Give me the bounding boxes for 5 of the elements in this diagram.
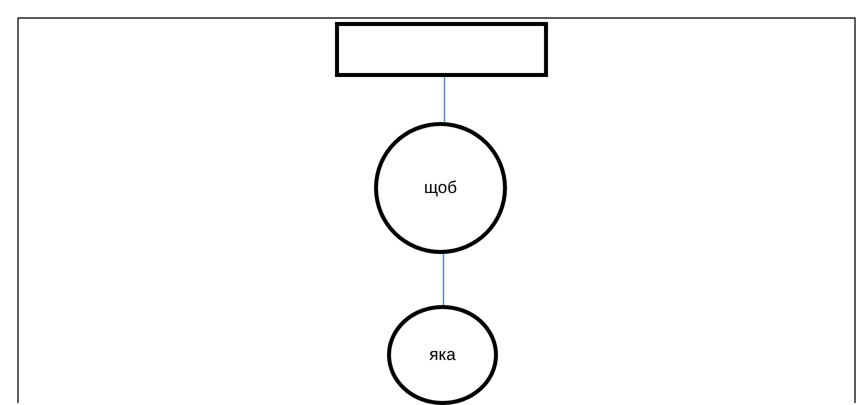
node-label: яка xyxy=(429,345,456,365)
connector-line xyxy=(442,254,444,305)
node-label: щоб xyxy=(424,178,457,198)
empty-box xyxy=(335,22,548,77)
connector-line xyxy=(444,77,446,122)
